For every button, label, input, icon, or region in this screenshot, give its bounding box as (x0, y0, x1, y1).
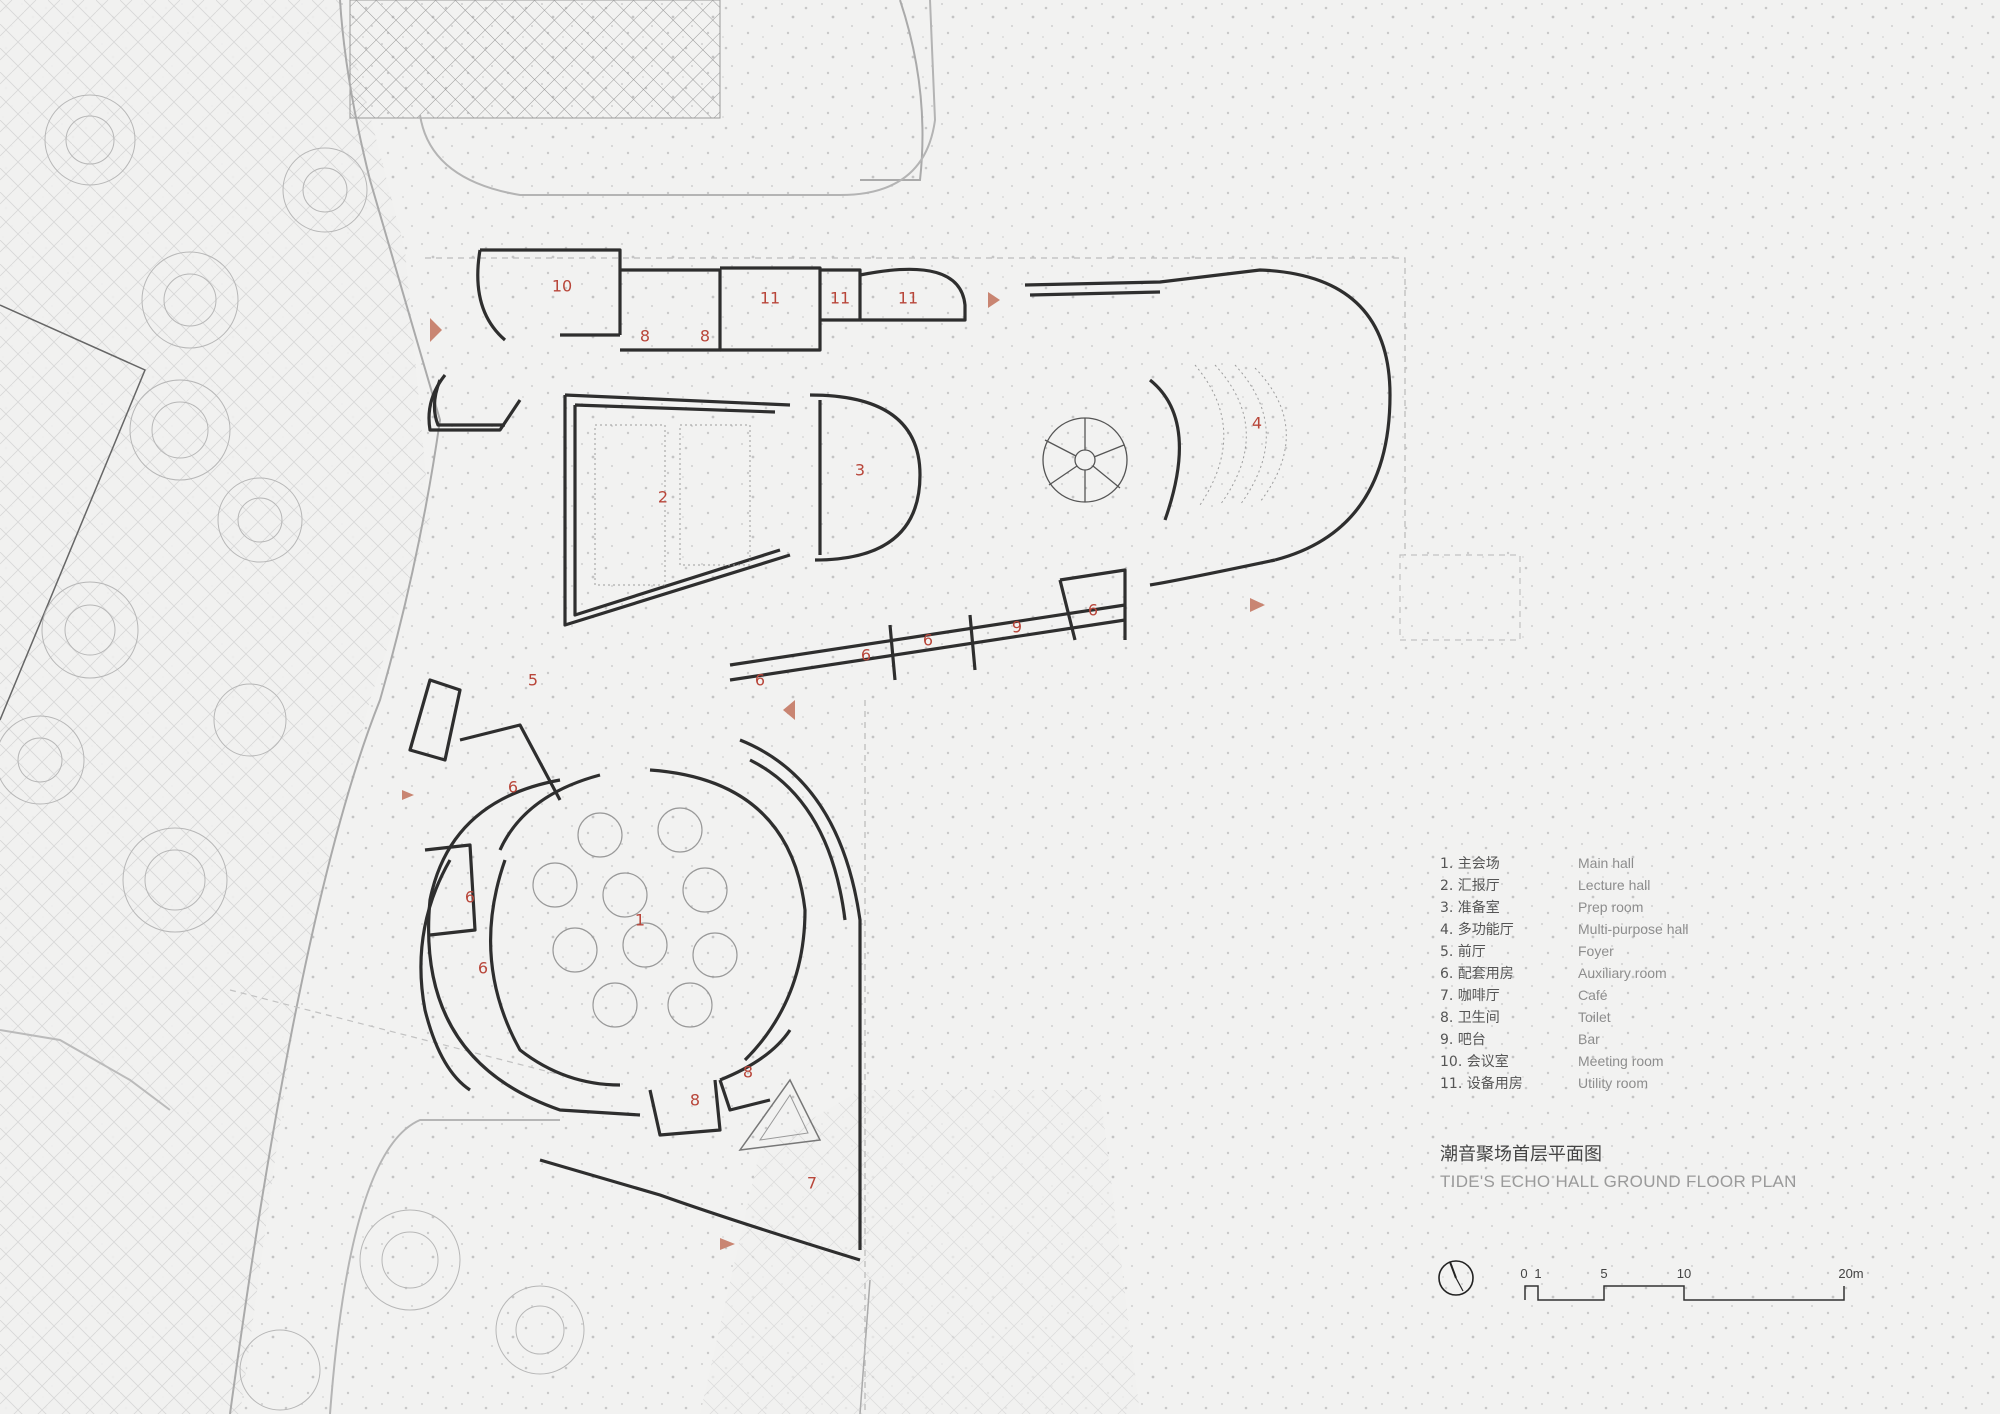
room-label-9: 9 (1012, 618, 1022, 637)
room-label-6: 6 (478, 959, 488, 978)
spiral-stair (1042, 417, 1128, 503)
legend-item-en: Prep room (1578, 899, 1644, 915)
room-label-11: 11 (898, 289, 918, 308)
legend-item-en: Main hall (1578, 855, 1635, 871)
room-label-5: 5 (528, 671, 538, 690)
scale-label-0: 0 (1520, 1266, 1527, 1281)
dashed-line-south (229, 989, 601, 1086)
legend-item-zh: 8. 卫生间 (1440, 1010, 1500, 1026)
legend-item: 10. 会议室 Meeting room (1440, 1050, 1740, 1072)
room-label-6: 6 (508, 778, 518, 797)
legend-item-en: Utility room (1578, 1075, 1649, 1091)
room-label-11: 11 (760, 289, 780, 308)
scale-label-20m: 20m (1838, 1266, 1863, 1281)
room-label-6: 6 (755, 671, 765, 690)
legend-item-en: Toilet (1578, 1009, 1611, 1025)
legend-item: 2. 汇报厅 Lecture hall (1440, 874, 1740, 896)
room-label-11: 11 (830, 289, 850, 308)
room-label-10: 10 (552, 277, 572, 296)
legend-item-en: Meeting room (1578, 1053, 1664, 1069)
landscape-paving-south (700, 1090, 1140, 1414)
plan-title-en: TIDE'S ECHO HALL GROUND FLOOR PLAN (1440, 1172, 1797, 1191)
entrance-arrow-icon (402, 292, 1265, 1250)
legend-item-zh: 5. 前厅 (1440, 944, 1486, 960)
legend-item: 11. 设备用房 Utility room (1440, 1072, 1740, 1094)
room-label-4: 4 (1252, 414, 1262, 433)
site-boundary-west (0, 304, 146, 721)
legend-item-zh: 9. 吧台 (1440, 1032, 1486, 1048)
multipurpose-hall-seating (1194, 364, 1287, 506)
legend-item: 4. 多功能厅 Multi-purpose hall (1440, 918, 1740, 940)
scale-label-10: 10 (1677, 1266, 1691, 1281)
north-arrow-icon (1438, 1260, 1474, 1296)
room-labels: 1 2 3 4 5 6 6 6 6 6 6 6 6 7 8 8 8 8 9 10… (465, 277, 1262, 1193)
stepping-path (0, 1029, 171, 1111)
dashed-canopy-east (1399, 554, 1521, 641)
scale-label-5: 5 (1600, 1266, 1607, 1281)
scale-bar: 0 1 5 10 20m (1520, 1266, 1864, 1301)
legend-item-zh: 7. 咖啡厅 (1440, 988, 1500, 1004)
room-label-7: 7 (807, 1174, 817, 1193)
legend-item-zh: 10. 会议室 (1440, 1054, 1509, 1070)
legend-item-zh: 1. 主会场 (1440, 856, 1500, 872)
legend-item-en: Foyer (1578, 943, 1614, 959)
legend-item-zh: 4. 多功能厅 (1440, 922, 1514, 938)
room-label-6: 6 (923, 631, 933, 650)
road-edge-west (229, 0, 442, 1414)
room-label-8: 8 (700, 327, 710, 346)
legend-item-zh: 2. 汇报厅 (1440, 878, 1500, 894)
room-label-8: 8 (640, 327, 650, 346)
legend-item-en: Bar (1578, 1031, 1600, 1047)
legend-item-en: Café (1578, 987, 1608, 1003)
building-walls (408, 248, 1392, 1262)
room-label-6: 6 (1088, 601, 1098, 620)
legend-item: 7. 咖啡厅 Café (1440, 984, 1740, 1006)
room-legend: 1. 主会场 Main hall 2. 汇报厅 Lecture hall 3. 准备… (1440, 852, 1740, 1094)
room-label-1: 1 (635, 911, 645, 930)
legend-item: 9. 吧台 Bar (1440, 1028, 1740, 1050)
legend-item: 1. 主会场 Main hall (1440, 852, 1740, 874)
legend-item: 8. 卫生间 Toilet (1440, 1006, 1740, 1028)
room-label-6: 6 (465, 888, 475, 907)
legend-item-en: Lecture hall (1578, 877, 1651, 893)
legend-item-en: Auxiliary room (1578, 965, 1667, 981)
legend-item-zh: 3. 准备室 (1440, 900, 1500, 916)
banquet-tables (532, 807, 738, 1028)
room-label-8: 8 (690, 1091, 700, 1110)
legend-item: 3. 准备室 Prep room (1440, 896, 1740, 918)
legend-item-zh: 11. 设备用房 (1440, 1076, 1523, 1092)
property-line-north (425, 257, 1406, 555)
room-label-2: 2 (658, 488, 668, 507)
room-label-3: 3 (855, 461, 865, 480)
hatched-parking (349, 0, 721, 119)
road-edge-south (859, 1279, 871, 1414)
tree-canopies (0, 94, 585, 1411)
cafe-counter-inner (758, 1093, 809, 1141)
room-label-6: 6 (861, 646, 871, 665)
road-edge-north (860, 0, 924, 181)
road-curve-north (419, 0, 937, 196)
legend-item: 6. 配套用房 Auxiliary room (1440, 962, 1740, 984)
cafe-counter (738, 1078, 822, 1151)
legend-item-en: Multi-purpose hall (1578, 921, 1689, 937)
lecture-hall-seating (594, 424, 751, 586)
room-label-8: 8 (743, 1063, 753, 1082)
road-curve-south (329, 1119, 560, 1414)
legend-item-zh: 6. 配套用房 (1440, 966, 1514, 982)
plan-title-zh: 潮音聚场首层平面图 (1440, 1144, 1602, 1165)
legend-item: 5. 前厅 Foyer (1440, 940, 1740, 962)
scale-label-1: 1 (1534, 1266, 1541, 1281)
